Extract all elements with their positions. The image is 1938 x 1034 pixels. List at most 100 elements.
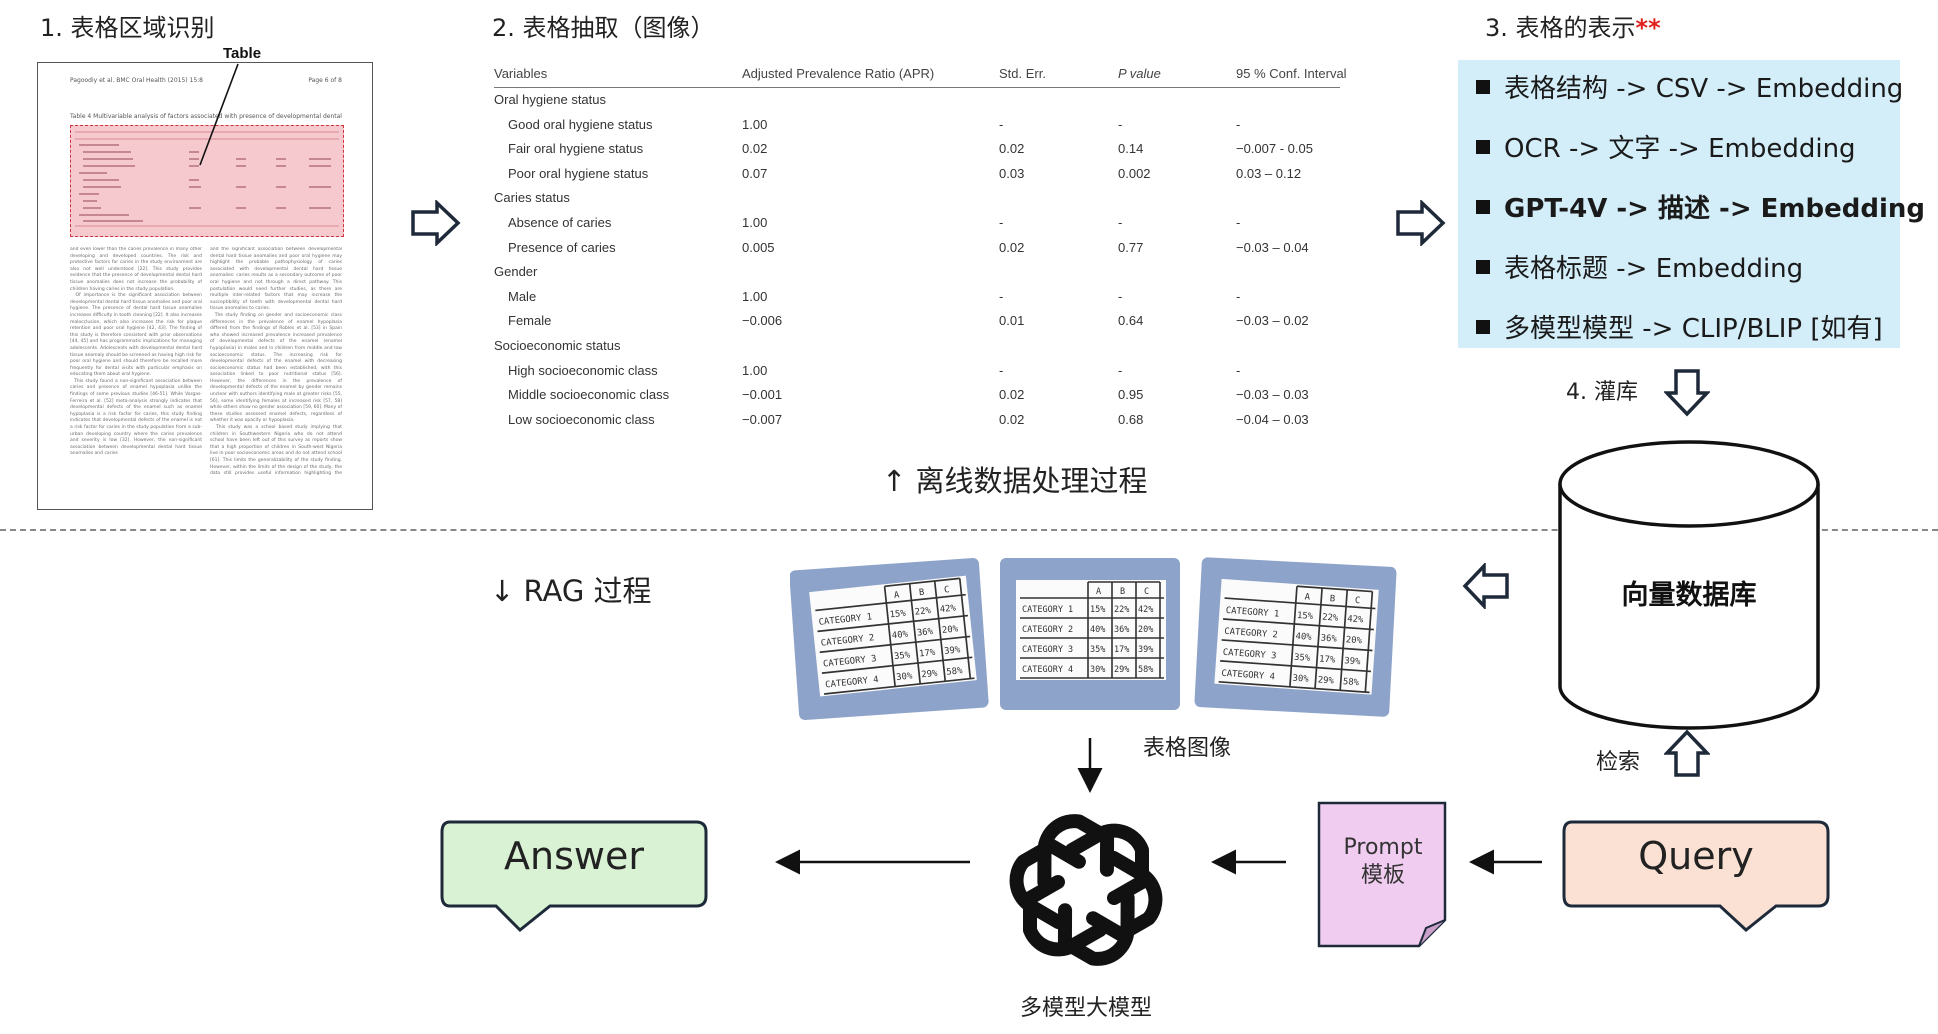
- paper-header-right: Page 6 of 8: [308, 77, 342, 84]
- table-cell-p: -: [1118, 362, 1123, 378]
- representation-box: 表格结构 -> CSV -> Embedding OCR -> 文字 -> Em…: [1458, 60, 1925, 348]
- table-callout-label: Table: [223, 45, 262, 62]
- table-cell-p: 0.64: [1118, 313, 1144, 329]
- table-image-cards: ABC CATEGORY 1CATEGORY 2CATEGORY 3CATEGO…: [790, 557, 1397, 721]
- answer-bubble: [440, 820, 708, 933]
- prompt-template-label: Prompt 模板: [1316, 834, 1450, 890]
- bullet-square-icon: [1476, 140, 1490, 154]
- retrieve-label: 检索: [1596, 750, 1641, 775]
- table-cell-label: Low socioeconomic class: [508, 411, 655, 427]
- table-cell-ci: −0.03 – 0.03: [1236, 387, 1309, 403]
- table-cell-apr: −0.006: [742, 313, 783, 329]
- table-cell-apr: 1.00: [742, 362, 768, 378]
- table-cell-p: -: [1118, 116, 1123, 132]
- paper-thumbnail: Pagoodiy et al. BMC Oral Health (2015) 1…: [37, 62, 373, 510]
- table-row-group: Socioeconomic status: [494, 338, 621, 353]
- table-cell-p: 0.95: [1118, 387, 1144, 403]
- table-cell-label: High socioeconomic class: [508, 362, 658, 378]
- table-region-lines: [75, 131, 339, 227]
- paper-table-caption: Table 4 Multivariable analysis of factor…: [70, 113, 342, 120]
- arrow-left-icon: [1462, 563, 1509, 609]
- table-cell-apr: 1.00: [742, 215, 768, 230]
- prompt-template-line2: 模板: [1360, 863, 1405, 888]
- arrow-right-icon: [411, 200, 461, 246]
- answer-label: Answer: [504, 834, 644, 878]
- table-cell-ci: −0.04 – 0.03: [1236, 411, 1309, 427]
- offline-process-label: ↑ 离线数据处理过程: [882, 464, 1148, 498]
- highlighted-table-region: [70, 125, 344, 237]
- table-cell-label: Fair oral hygiene status: [508, 141, 644, 157]
- table-row-group: Oral hygiene status: [494, 92, 607, 107]
- paper-column-right: and the significant association between …: [210, 247, 342, 477]
- table-cell-label: Poor oral hygiene status: [508, 165, 649, 181]
- table-cell-apr: 1.00: [742, 116, 768, 132]
- step3-title: 3. 表格的表示: [1485, 14, 1636, 42]
- table-images-label: 表格图像: [1143, 736, 1232, 761]
- arrow-up-icon: [1664, 729, 1710, 777]
- table-header-ci: 95 % Conf. Interval: [1236, 66, 1347, 81]
- table-cell-se: -: [999, 215, 1004, 230]
- table-cell-se: 0.02: [999, 141, 1025, 157]
- table-cell-ci: −0.03 – 0.02: [1236, 313, 1309, 329]
- table-cell-ci: −0.007 - 0.05: [1236, 141, 1313, 157]
- table-cell-apr: 0.07: [742, 165, 768, 181]
- table-cell-apr: −0.007: [742, 411, 783, 427]
- table-cell-ci: -: [1236, 116, 1241, 132]
- table-cell-se: 0.02: [999, 239, 1025, 255]
- table-header-pvalue: P value: [1118, 66, 1161, 81]
- table-cell-se: -: [999, 362, 1004, 378]
- table-cell-p: -: [1118, 215, 1123, 230]
- representation-item-text: 表格结构 -> CSV -> Embedding: [1504, 74, 1904, 104]
- table-header-rule: [494, 87, 1340, 88]
- table-cell-apr: 0.005: [742, 239, 775, 255]
- query-label: Query: [1638, 834, 1754, 878]
- representation-item: 多模型模型 -> CLIP/BLIP [如有]: [1476, 308, 1883, 345]
- bullet-square-icon: [1476, 260, 1490, 274]
- table-cell-ci: 0.03 – 0.12: [1236, 165, 1302, 181]
- table-cell-label: Male: [508, 288, 537, 304]
- table-cell-p: 0.14: [1118, 141, 1144, 157]
- table-cell-ci: -: [1236, 288, 1241, 304]
- vector-database-label: 向量数据库: [1621, 580, 1757, 611]
- llm-label: 多模型大模型: [1020, 996, 1153, 1021]
- table-cell-p: 0.77: [1118, 239, 1144, 255]
- table-header-variables: Variables: [494, 66, 548, 81]
- paper-column-left: and even lower than the caries prevalenc…: [70, 247, 202, 457]
- table-cell-se: -: [999, 116, 1004, 132]
- table-cell-p: 0.68: [1118, 411, 1144, 427]
- representation-item: 表格结构 -> CSV -> Embedding: [1476, 68, 1903, 105]
- rag-process-label: ↓ RAG 过程: [490, 574, 652, 608]
- table-cell-label: Absence of caries: [508, 215, 612, 230]
- representation-item-text: GPT-4V -> 描述 -> Embedding: [1504, 194, 1926, 224]
- table-image-card-1: [790, 557, 989, 721]
- bullet-square-icon: [1476, 200, 1490, 214]
- bullet-square-icon: [1476, 320, 1490, 334]
- table-cell-label: Presence of caries: [508, 239, 616, 255]
- representation-item: OCR -> 文字 -> Embedding: [1476, 128, 1856, 165]
- representation-item-text: OCR -> 文字 -> Embedding: [1504, 134, 1856, 164]
- step3-title-wrap: 3. 表格的表示**: [1485, 8, 1661, 43]
- prompt-template-line1: Prompt: [1343, 835, 1423, 860]
- llm-logo-icon: [1009, 814, 1163, 966]
- bullet-square-icon: [1476, 80, 1490, 94]
- representation-item: GPT-4V -> 描述 -> Embedding: [1476, 188, 1925, 225]
- table-cell-ci: -: [1236, 215, 1241, 230]
- table-image-card-3: [1194, 557, 1397, 717]
- step4-title: 4. 灌库: [1566, 380, 1638, 405]
- prompt-template-doc: [1317, 801, 1447, 948]
- table-header-apr: Adjusted Prevalence Ratio (APR): [742, 66, 935, 81]
- table-image-card-2: [1000, 558, 1180, 710]
- table-header-stderr: Std. Err.: [999, 66, 1046, 81]
- step1-title: 1. 表格区域识别: [40, 14, 215, 42]
- table-cell-label: Female: [508, 313, 552, 329]
- vector-database-cylinder: [1558, 440, 1820, 730]
- table-callout-line: [199, 63, 239, 166]
- representation-item-text: 表格标题 -> Embedding: [1504, 254, 1804, 284]
- table-row-group: Gender: [494, 264, 538, 280]
- step2-title: 2. 表格抽取（图像）: [492, 14, 715, 42]
- table-cell-se: -: [999, 288, 1004, 304]
- extracted-table: Variables Adjusted Prevalence Ratio (APR…: [494, 62, 1347, 432]
- table-cell-label: Good oral hygiene status: [508, 116, 653, 132]
- table-cell-label: Middle socioeconomic class: [508, 387, 670, 403]
